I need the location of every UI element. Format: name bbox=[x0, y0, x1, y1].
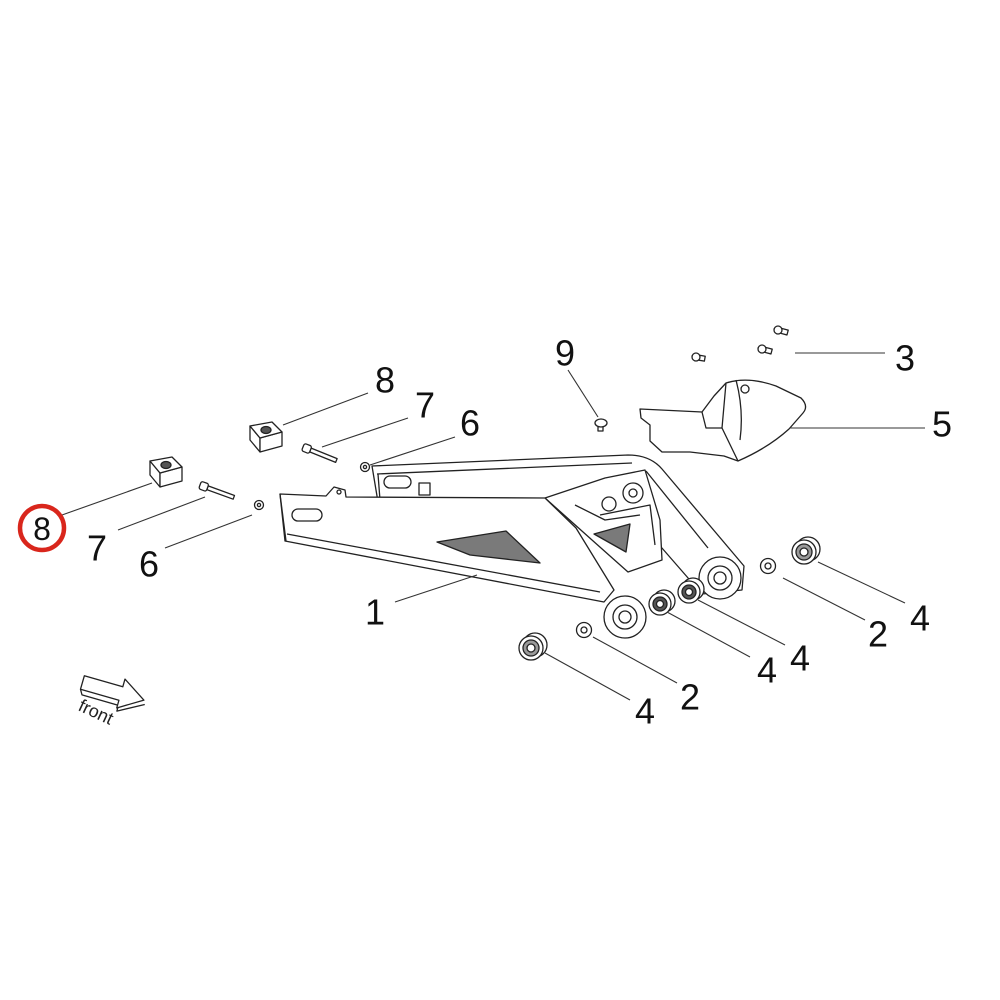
adjuster-block-drawing bbox=[149, 456, 183, 488]
callout-1[interactable]: 1 bbox=[365, 592, 385, 633]
callout-9[interactable]: 9 bbox=[555, 333, 575, 374]
callout-4-left[interactable]: 4 bbox=[635, 691, 655, 732]
front-arrow-icon bbox=[79, 675, 145, 712]
callout-3[interactable]: 3 bbox=[895, 338, 915, 379]
callout-6-left[interactable]: 6 bbox=[139, 544, 159, 585]
nut-drawing bbox=[359, 461, 371, 473]
bolt-drawing bbox=[198, 481, 236, 500]
chain-guard-drawing bbox=[639, 379, 807, 462]
leader-line bbox=[817, 561, 906, 604]
leader-line bbox=[782, 577, 866, 621]
callout-2-left[interactable]: 2 bbox=[680, 677, 700, 718]
leader-line bbox=[321, 417, 409, 448]
washer-drawing bbox=[759, 557, 777, 575]
screw-drawing bbox=[773, 325, 789, 336]
washer-drawing bbox=[575, 621, 593, 639]
leader-line bbox=[544, 652, 631, 701]
leader-line bbox=[666, 611, 751, 658]
callout-8-upper[interactable]: 8 bbox=[375, 360, 395, 401]
leader-line bbox=[282, 392, 369, 426]
leader-line bbox=[369, 436, 456, 466]
leader-line bbox=[117, 496, 206, 531]
callout-4-right[interactable]: 4 bbox=[790, 638, 810, 679]
adjuster-block-drawing bbox=[249, 421, 283, 453]
bearing-drawing bbox=[648, 589, 676, 616]
leader-line bbox=[592, 636, 678, 684]
screw-drawing bbox=[691, 352, 706, 362]
leader-line bbox=[394, 574, 478, 603]
callout-4-far-right[interactable]: 4 bbox=[910, 598, 930, 639]
callout-8-highlighted[interactable]: 8 bbox=[33, 511, 51, 547]
callout-highlight-ring bbox=[17, 503, 67, 553]
callout-4-center[interactable]: 4 bbox=[757, 650, 777, 691]
leader-line bbox=[697, 599, 786, 646]
callout-2-right[interactable]: 2 bbox=[868, 614, 888, 655]
callout-7-upper[interactable]: 7 bbox=[415, 385, 435, 426]
bolt-drawing bbox=[301, 443, 338, 463]
leader-line bbox=[567, 369, 599, 418]
nut-drawing bbox=[253, 499, 265, 511]
bearing-drawing bbox=[518, 632, 548, 661]
swingarm-drawing bbox=[279, 454, 745, 639]
screw-drawing bbox=[594, 418, 608, 432]
callout-5[interactable]: 5 bbox=[932, 404, 952, 445]
callout-6-upper[interactable]: 6 bbox=[460, 403, 480, 444]
leader-lines bbox=[61, 352, 925, 701]
bearing-drawing bbox=[791, 536, 821, 565]
leader-line bbox=[164, 514, 253, 549]
leader-line bbox=[61, 482, 153, 516]
screw-drawing bbox=[757, 344, 773, 355]
callout-7-left[interactable]: 7 bbox=[87, 528, 107, 569]
bearing-drawing bbox=[677, 577, 705, 604]
